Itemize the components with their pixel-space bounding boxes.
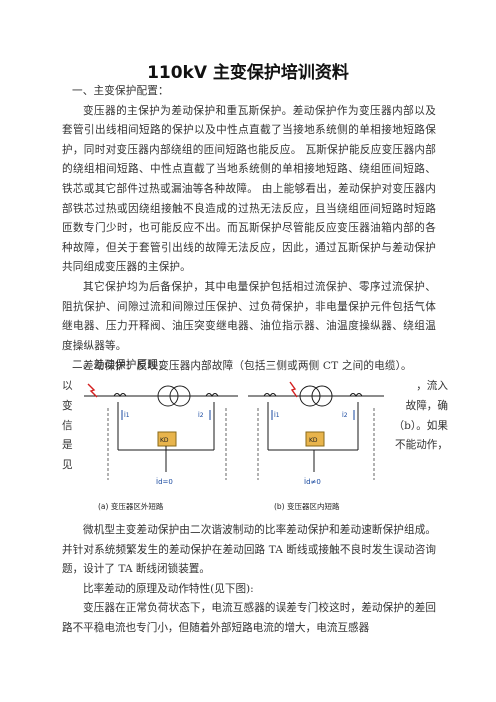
relay-label-b: KD: [309, 437, 318, 444]
figure-caption-a: (a) 变压器区外短路: [98, 502, 164, 511]
panel-a: [84, 383, 238, 480]
section-2-paragraph-3: 比率差动的原理及动作特性(见下图):: [83, 582, 254, 595]
section-2-paragraph-4: 变压器在正常负荷状态下，电流互感器的误差专门校这时，差动保护的差回路不平稳电流也…: [62, 602, 436, 634]
section-1-paragraph-2: 其它保护均为后备保护，其中电量保护包括相过流保护、零序过流保护、阻抗保护、间隙过…: [62, 280, 436, 352]
row-fragment-right: （b）。如果: [393, 420, 448, 432]
diff-current-b: İd≠0: [304, 477, 321, 486]
differential-protection-figure: KD İ1 İ2 İd=0 KD: [78, 380, 390, 516]
current-label-i2: İ2: [342, 412, 348, 419]
row-fragment-right: ，流入: [416, 380, 448, 392]
section-2-continued: 微机型主变差动保护由二次谐波制动的比率差动保护和差动速断保护组成。并针对系统频繁…: [62, 521, 436, 639]
section-2-paragraph-2: 微机型主变差动保护由二次谐波制动的比率差动保护和差动速断保护组成。并针对系统频繁…: [62, 524, 436, 576]
section-1-heading: 一、主变保护配置：: [72, 85, 169, 97]
row-fragment-right: 不能动作，: [395, 439, 448, 451]
relay-label-a: KD: [160, 437, 169, 444]
diff-current-a: İd=0: [156, 477, 173, 486]
row-fragment-left: 是: [62, 439, 73, 451]
current-label-i2: İ2: [198, 412, 204, 419]
section-2-intro: 差动保护：反映变压器内部故障（包括三侧或两侧 CT 之间的电缆）。: [62, 357, 436, 377]
circuit-diagram: KD İ1 İ2 İd=0 KD: [84, 381, 384, 486]
page-title: 110kV 主变保护培训资料: [147, 63, 349, 83]
row-fragment-left: 变: [62, 400, 73, 412]
row-fragment-left: 信: [62, 420, 73, 432]
row-fragment-right: 故障，确: [405, 400, 448, 412]
panel-b: [248, 381, 384, 480]
section-1: 一、主变保护配置： 变压器的主保护为差动保护和重瓦斯保护。差动保护作为变压器内部…: [62, 82, 436, 376]
current-label-i1: İ1: [274, 412, 280, 419]
section-2-paragraph-1: 差动保护：反映变压器内部故障（包括三侧或两侧 CT 之间的电缆）。: [83, 360, 412, 372]
figure-caption-b: (b) 变压器区内短路: [274, 502, 340, 511]
row-fragment-left: 以: [62, 380, 73, 392]
section-2-heading: 二、差动保护原理：: [72, 359, 169, 372]
current-label-i1: İ1: [124, 412, 130, 419]
row-fragment-left: 见: [62, 459, 73, 471]
section-1-paragraph-1: 变压器的主保护为差动保护和重瓦斯保护。差动保护作为变压器内部以及套管引出线相间短…: [62, 104, 436, 274]
